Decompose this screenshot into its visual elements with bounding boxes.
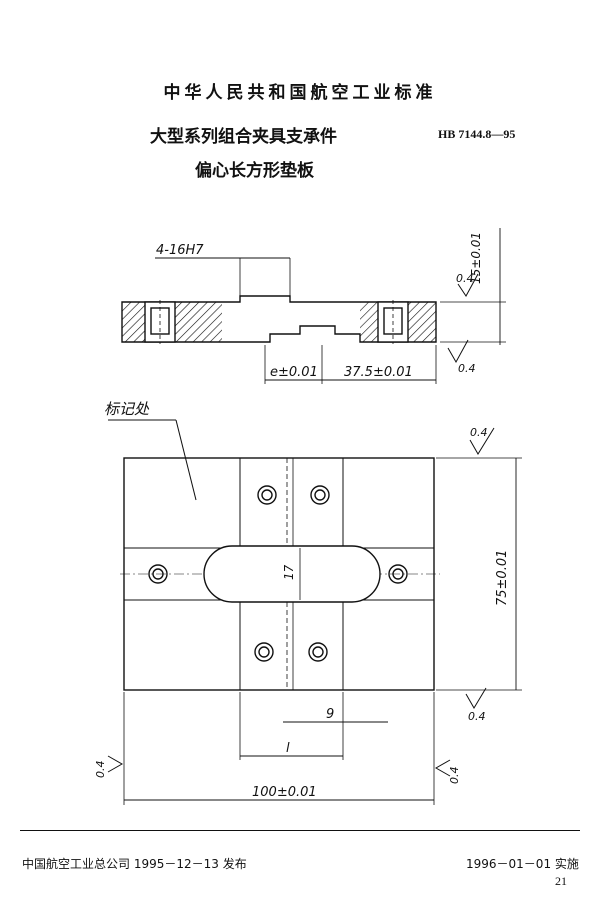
page-number: 21	[555, 874, 567, 888]
dim-eccentric-label: e±0.01	[270, 365, 318, 380]
counterbore-hole-bottom-left	[254, 642, 274, 662]
dim-l-label: l	[286, 741, 290, 756]
roughness-symbol-4: 0.4	[468, 710, 486, 723]
plan-view	[107, 419, 522, 805]
dim-9-label: 9	[326, 707, 334, 722]
counterbore-hole-left	[148, 564, 168, 584]
counterbore-hole-right	[388, 564, 408, 584]
publisher-info: 中国航空工业总公司 1995－12－13 发布	[22, 857, 247, 871]
roughness-symbol-2: 0.4	[458, 362, 476, 375]
effective-date: 1996－01－01 实施	[466, 857, 579, 871]
footer-divider	[20, 830, 580, 831]
section-view	[121, 228, 506, 384]
roughness-symbol-1: 0.4	[456, 272, 474, 285]
roughness-symbol-3: 0.4	[470, 426, 488, 439]
standard-name: 中华人民共和国航空工业标准	[163, 83, 437, 103]
counterbore-hole-bottom-right	[308, 642, 328, 662]
technical-drawing: 4-16H7 15±0.01 0.4 0.4 e±0.01 37.5±0.01	[94, 228, 522, 805]
standard-code: HB 7144.8—95	[438, 127, 516, 141]
counterbore-hole-top-right	[310, 485, 330, 505]
dim-height-label: 15±0.01	[469, 232, 483, 284]
dim-slot-label: 17	[282, 564, 296, 580]
hole-spec-label: 4-16H7	[156, 243, 204, 258]
title-line-1: 大型系列组合夹具支承件	[150, 127, 337, 147]
marking-label: 标记处	[104, 400, 150, 418]
dim-length-label: 100±0.01	[252, 785, 317, 800]
roughness-symbol-6: 0.4	[448, 767, 461, 785]
title-line-2: 偏心长方形垫板	[195, 161, 314, 181]
counterbore-hole-top-left	[257, 485, 277, 505]
dim-width-label: 75±0.01	[495, 550, 510, 606]
roughness-symbol-5: 0.4	[94, 761, 107, 779]
dim-offset-label: 37.5±0.01	[344, 365, 413, 380]
